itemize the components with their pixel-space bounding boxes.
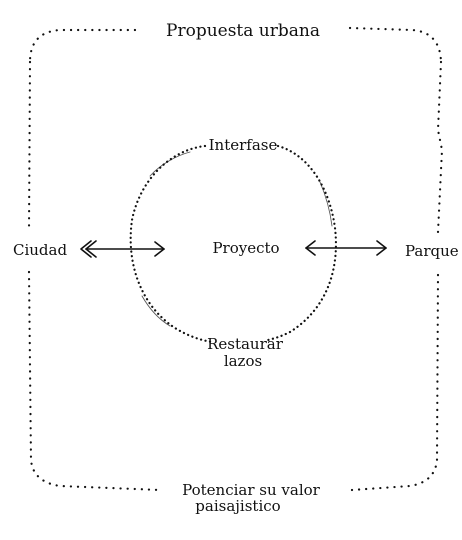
label-paisajistico: paisajistico bbox=[195, 497, 280, 515]
central-circle bbox=[129, 144, 337, 344]
right-double-arrow bbox=[305, 240, 387, 256]
label-lazos: lazos bbox=[224, 352, 262, 370]
circle-sketch-stroke bbox=[141, 151, 333, 327]
frame-left-upper bbox=[27, 60, 32, 232]
outer-dotted-frame bbox=[27, 26, 444, 492]
label-restaurar: Restaurar bbox=[207, 335, 284, 353]
frame-right-lower bbox=[350, 273, 440, 492]
label-proyecto: Proyecto bbox=[212, 239, 279, 257]
label-parque: Parque bbox=[405, 242, 459, 260]
label-ciudad: Ciudad bbox=[13, 241, 67, 259]
left-double-arrow bbox=[80, 240, 165, 258]
label-potenciar: Potenciar su valor bbox=[182, 481, 321, 499]
label-propuesta-urbana: Propuesta urbana bbox=[166, 21, 320, 41]
circle-dotted-right bbox=[266, 144, 337, 342]
circle-dotted-left bbox=[129, 144, 214, 344]
label-interfase: Interfase bbox=[209, 136, 278, 154]
frame-left-lower bbox=[27, 270, 162, 492]
frame-right-upper bbox=[436, 60, 444, 234]
frame-top-left bbox=[28, 28, 137, 64]
frame-top-right bbox=[348, 26, 443, 64]
